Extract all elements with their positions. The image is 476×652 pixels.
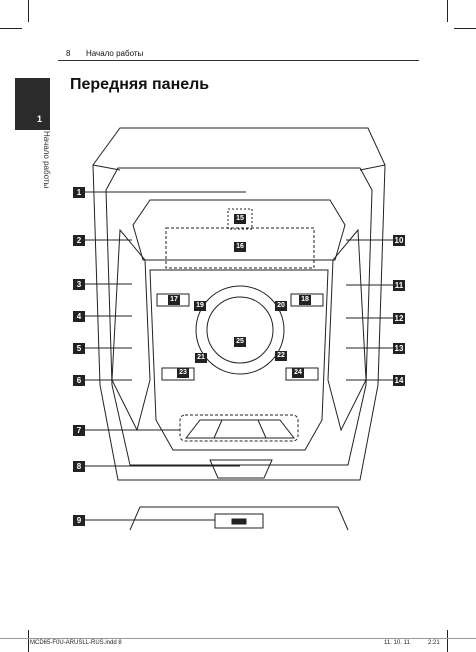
callout-23: 23 [177,368,189,378]
footer-filename: MCD65-F0U-ARUSLL-RUS.indd 8 [30,640,122,646]
callout-12: 12 [393,313,405,324]
callout-5: 5 [73,343,85,354]
callout-6: 6 [73,375,85,386]
callout-1: 1 [73,187,85,198]
callout-9: 9 [73,515,85,526]
callout-4: 4 [73,311,85,322]
header-rule [58,60,419,61]
display-window [165,227,315,269]
crop-mark [454,28,476,29]
crop-mark [447,630,448,652]
housing-outline [92,127,386,481]
callout-7: 7 [73,425,85,436]
button-18 [290,293,324,307]
crop-mark [0,28,22,29]
usb-tray [209,459,273,479]
left-side-panel [111,228,151,432]
chapter-tab-rule [15,128,50,130]
footer-rule [0,638,476,639]
callout-25: 25 [234,337,246,347]
callout-22: 22 [275,351,287,361]
chapter-label: Начало работы [42,131,51,189]
volume-knob-ring [195,285,285,375]
callout-24: 24 [292,368,304,378]
housing-inner [105,167,373,466]
callout-19: 19 [194,301,206,311]
running-header: Начало работы [86,49,144,58]
chapter-number: 1 [37,114,43,124]
control-group [179,414,299,442]
callout-3: 3 [73,279,85,290]
callout-20: 20 [275,301,287,311]
right-side-panel [327,228,367,432]
callout-15: 15 [234,214,246,224]
callout-16: 16 [234,242,246,252]
display-band [132,199,346,261]
crop-mark [447,0,448,22]
callout-21: 21 [195,353,207,363]
callout-13: 13 [393,343,405,354]
usb-port-outline [214,513,264,529]
crop-mark [28,0,29,22]
callout-18: 18 [299,295,311,305]
control-buttons [184,419,296,439]
page-title: Передняя панель [70,76,210,93]
inner-body [149,269,329,451]
callout-2: 2 [73,235,85,246]
bottom-panel [129,506,349,531]
callout-14: 14 [393,375,405,386]
leader-lines [84,191,393,521]
callout-11: 11 [393,280,405,291]
usb-port [231,518,247,525]
callout-10: 10 [393,235,405,246]
crop-mark [28,630,29,652]
volume-knob [206,296,274,364]
chapter-tab: 1 [15,78,50,128]
housing-top-edge [92,164,386,171]
button-17 [156,293,190,307]
footer-time: 2:21 [428,640,440,646]
footer-date: 11. 10. 11 [384,640,410,646]
callout-8: 8 [73,461,85,472]
sensor-window [227,208,253,230]
page-number: 8 [66,49,71,58]
callout-17: 17 [168,295,180,305]
